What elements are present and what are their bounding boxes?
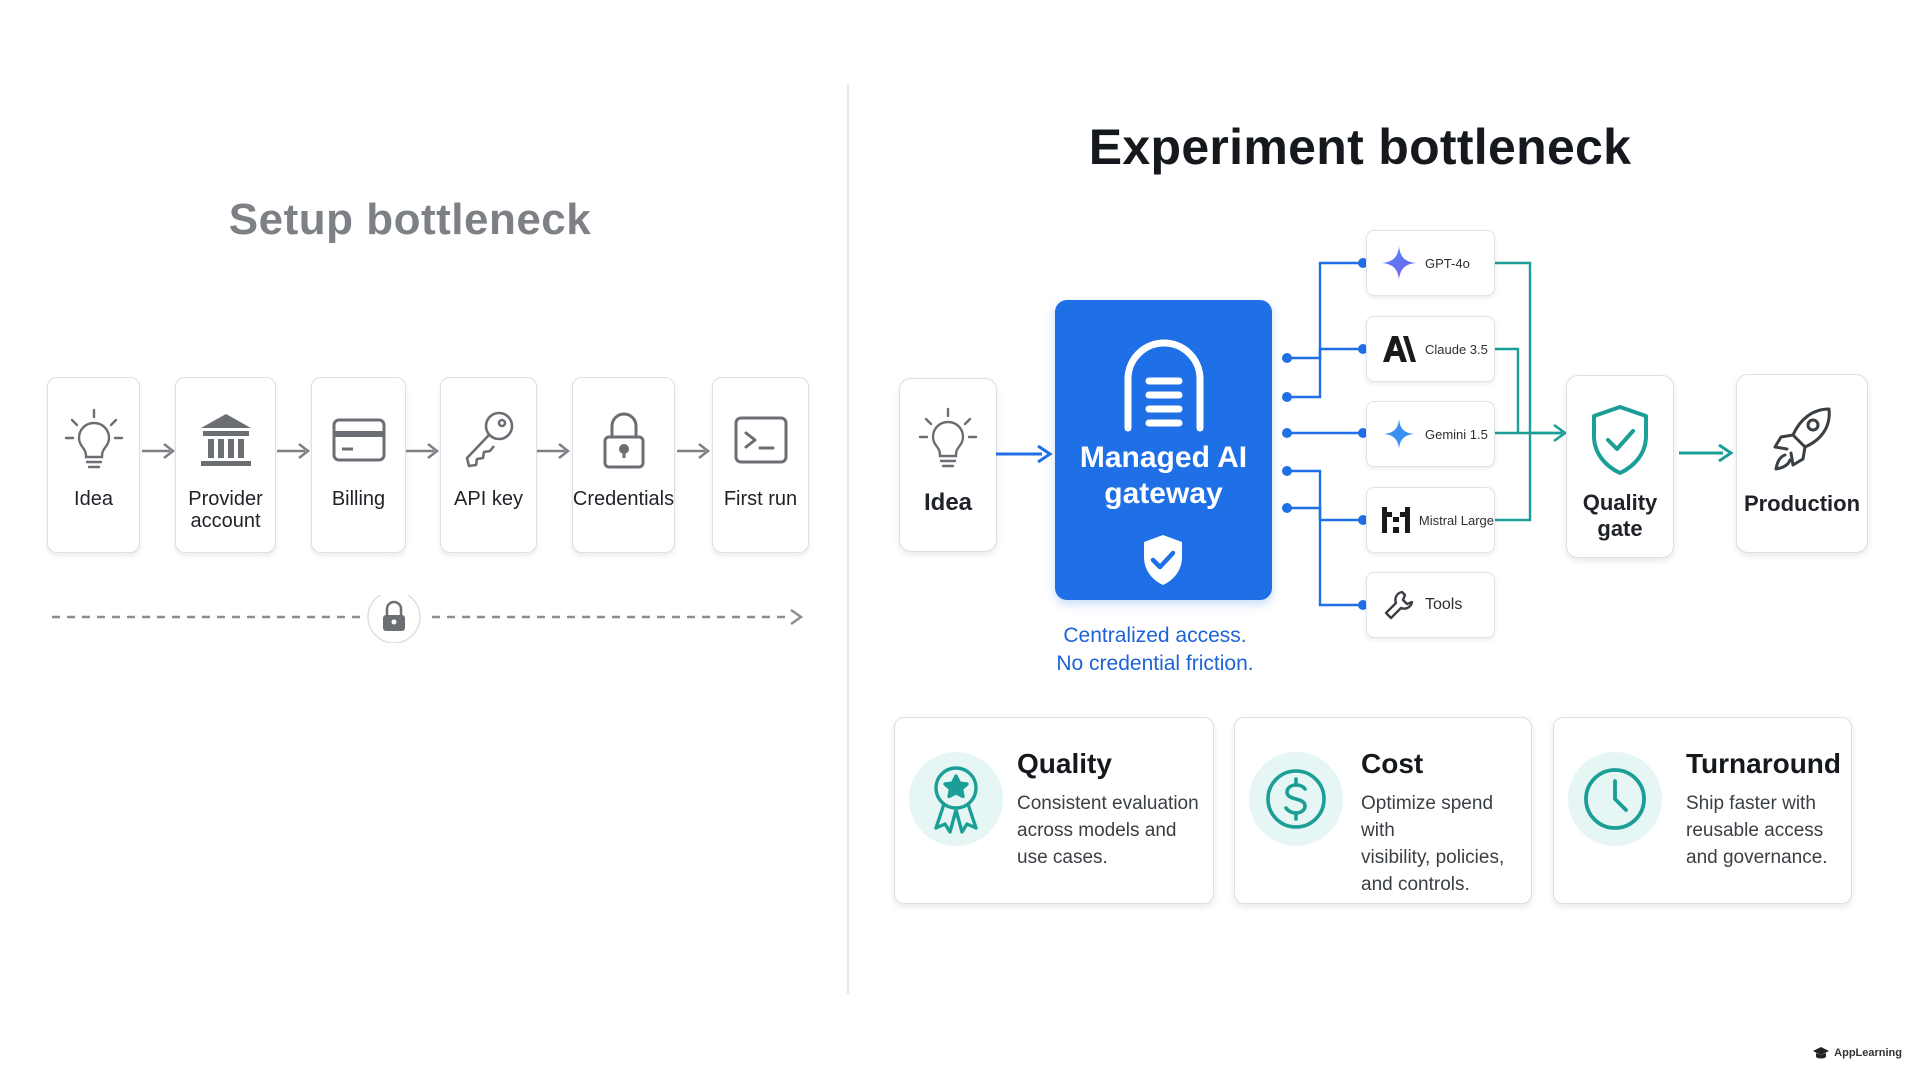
model-label: Claude 3.5 xyxy=(1425,341,1488,357)
step-api-key: API key xyxy=(440,377,537,553)
anthropic-logo-icon xyxy=(1379,334,1419,364)
arrow-right-icon xyxy=(142,443,176,459)
arrow-right-icon xyxy=(406,443,440,459)
caption-line-2: No credential friction. xyxy=(1056,652,1254,675)
feature-title: Cost xyxy=(1361,748,1424,779)
brand-mark: AppLearning xyxy=(1812,1046,1902,1060)
blocked-timeline xyxy=(52,595,804,643)
wrench-icon xyxy=(1379,588,1419,622)
quality-gate-card: Quality gate xyxy=(1566,375,1674,558)
idea-card: Idea xyxy=(899,378,997,552)
step-billing: Billing xyxy=(311,377,406,553)
lightbulb-icon xyxy=(62,408,126,472)
arrow-right-icon xyxy=(277,443,311,459)
sparkle-icon xyxy=(1379,245,1419,281)
brand-name: AppLearning xyxy=(1834,1047,1902,1059)
model-label: Mistral Large xyxy=(1418,512,1494,528)
model-gpt-4o: GPT-4o xyxy=(1366,230,1495,296)
step-label: First run xyxy=(723,488,798,510)
key-icon xyxy=(457,408,521,472)
terminal-icon xyxy=(729,408,793,472)
feature-description: Ship faster with reusable access and gov… xyxy=(1686,793,1828,868)
quality-gate-label: Quality gate xyxy=(1582,490,1658,541)
padlock-icon xyxy=(383,600,405,631)
feature-card-turnaround: Turnaround Ship faster with reusable acc… xyxy=(1553,717,1852,904)
step-label: Billing xyxy=(331,488,386,510)
feature-card-cost: Cost Optimize spend with visibility, pol… xyxy=(1234,717,1532,904)
step-idea: Idea xyxy=(47,377,140,553)
managed-ai-gateway: Managed AI gateway xyxy=(1055,300,1272,600)
arrow-right-icon xyxy=(537,443,571,459)
graduation-cap-icon xyxy=(1813,1047,1830,1059)
shield-check-icon xyxy=(1589,404,1651,481)
feature-description: Consistent evaluation across models and … xyxy=(1017,793,1199,868)
production-label: Production xyxy=(1743,491,1861,516)
feature-title: Turnaround xyxy=(1686,748,1842,779)
credit-card-icon xyxy=(327,408,391,472)
gateway-caption: Centralized access. No credential fricti… xyxy=(1030,622,1280,678)
shield-check-icon xyxy=(1140,533,1186,592)
idea-label: Idea xyxy=(923,489,973,516)
feature-description: Optimize spend with visibility, policies… xyxy=(1361,793,1505,895)
model-label: GPT-4o xyxy=(1425,255,1470,271)
experiment-bottleneck-title: Experiment bottleneck xyxy=(1088,119,1632,175)
step-credentials: Credentials xyxy=(572,377,675,553)
panel-divider xyxy=(847,84,849,994)
model-tools: Tools xyxy=(1366,572,1495,638)
rocket-icon xyxy=(1769,405,1835,482)
dollar-icon xyxy=(1249,752,1343,846)
clock-icon xyxy=(1568,752,1662,846)
step-first-run: First run xyxy=(712,377,809,553)
step-provider-account: Provider account xyxy=(175,377,276,553)
model-gemini-1-5: Gemini 1.5 xyxy=(1366,401,1495,467)
step-label: Idea xyxy=(74,488,113,510)
arrow-right-icon xyxy=(677,443,711,459)
feature-title: Quality xyxy=(1017,748,1112,779)
step-label: Credentials xyxy=(572,488,675,510)
padlock-icon xyxy=(592,408,656,472)
production-card: Production xyxy=(1736,374,1868,553)
feature-card-quality: Quality Consistent evaluation across mod… xyxy=(894,717,1214,904)
setup-bottleneck-title: Setup bottleneck xyxy=(228,195,592,244)
lightbulb-icon xyxy=(918,407,978,476)
mistral-logo-icon xyxy=(1379,507,1413,533)
sparkle-icon xyxy=(1379,418,1419,450)
model-label: Gemini 1.5 xyxy=(1425,426,1488,442)
gateway-label: Managed AI gateway xyxy=(1079,441,1248,510)
award-ribbon-icon xyxy=(909,752,1003,846)
step-label: Provider account xyxy=(188,488,263,532)
gateway-arch-icon xyxy=(1119,336,1209,441)
model-claude-3-5: Claude 3.5 xyxy=(1366,316,1495,382)
step-label: API key xyxy=(454,488,523,510)
model-label: Tools xyxy=(1425,596,1463,613)
caption-line-1: Centralized access. xyxy=(1063,624,1247,647)
bank-icon xyxy=(194,408,258,472)
model-mistral-large: Mistral Large xyxy=(1366,487,1495,553)
